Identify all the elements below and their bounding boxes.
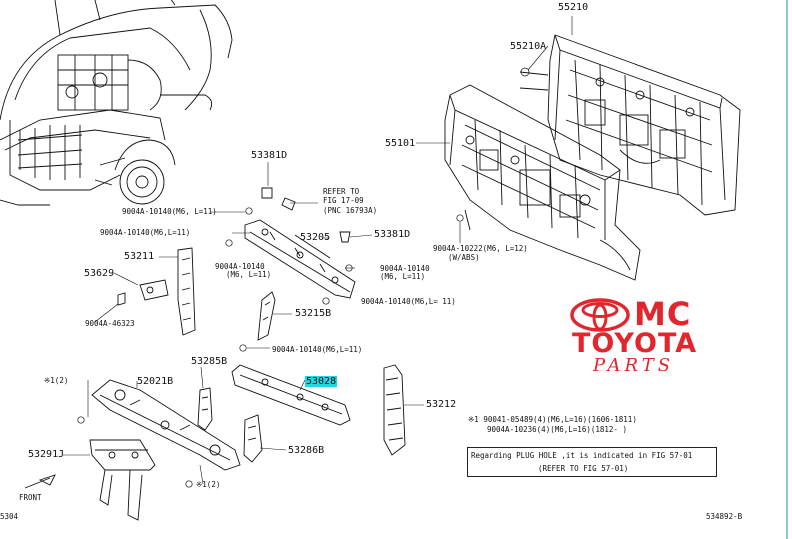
brackets-5328x-drawing <box>197 387 263 463</box>
star-label-left: ※1(2) <box>44 376 69 385</box>
front-label: FRONT <box>19 493 42 502</box>
label-55210a: 55210A <box>510 41 547 52</box>
refer-line-3: (PNC 16793A) <box>323 206 378 215</box>
refer-line-1: REFER TO <box>323 187 360 196</box>
label-fastener-2: 9004A-10140(M6,L=11) <box>100 228 191 237</box>
side-member-right-drawing <box>383 364 406 456</box>
crossmember-52021b-drawing <box>91 379 241 471</box>
side-member-left-drawing <box>117 247 196 336</box>
label-53629: 53629 <box>84 268 115 279</box>
bracket-53215b-drawing <box>257 291 276 341</box>
note-line-2: (REFER TO FIG 57-01) <box>538 464 629 473</box>
dash-panel-lower-drawing <box>444 84 641 281</box>
refer-line-2: FIG 17-09 <box>323 196 364 205</box>
watermark-parts: PARTS <box>593 355 675 376</box>
radiator-support-upper-drawing <box>244 187 356 299</box>
label-53215b: 53215B <box>295 308 332 319</box>
label-fastener-4b: (M6, L=11) <box>380 272 426 281</box>
reinforcement-53028-drawing <box>231 364 351 426</box>
label-53286b: 53286B <box>288 445 325 456</box>
label-53028-highlighted[interactable]: 53028 <box>305 376 338 387</box>
label-fastener-8b: (W/ABS) <box>448 253 480 262</box>
fastener-markers <box>77 67 530 488</box>
scrollbar-edge <box>786 0 788 539</box>
label-fastener-3a: 9004A-10140 <box>215 262 265 271</box>
leader-lines <box>63 16 573 485</box>
label-53205: 53205 <box>300 232 331 243</box>
label-55101: 55101 <box>385 138 416 149</box>
label-55210: 55210 <box>558 2 589 13</box>
note-line-1: Regarding PLUG HOLE ,it is indicated in … <box>471 451 693 460</box>
label-fastener-7: 9004A-10140(M6,L=11) <box>272 345 363 354</box>
lower-bracket-53291j-drawing <box>89 439 156 521</box>
label-52021b: 52021B <box>137 376 174 387</box>
label-53381d-right: 53381D <box>374 229 411 240</box>
code-bottom-right: 534892-B <box>706 512 743 521</box>
label-fastener-3b: (M6, L=11) <box>226 270 272 279</box>
label-fastener-1: 9004A-10140(M6, L=11) <box>122 207 217 216</box>
label-53291j: 53291J <box>28 449 65 460</box>
label-53381d-top: 53381D <box>251 150 288 161</box>
watermark-brand: TOYOTA <box>572 328 698 359</box>
code-bottom-left: 5304 <box>0 512 19 521</box>
label-fastener-5: 9004A-10140(M6,L= 11) <box>361 297 456 306</box>
label-53285b: 53285B <box>191 356 228 367</box>
footnote-line-2: 9004A-10236(4)(M6,L=16)(1812- ) <box>487 425 627 434</box>
star-label-bottom: ※1(2) <box>196 480 221 489</box>
watermark-mc: MC <box>634 295 692 333</box>
dash-panel-upper-drawing <box>519 34 741 216</box>
footnote-line-1: ※1 90041-05489(4)(M6,L=16)(1606-1811) <box>468 415 637 424</box>
label-53211: 53211 <box>124 251 155 262</box>
label-fastener-4a: 9004A-10140 <box>380 264 430 273</box>
label-fastener-8a: 9004A-10222(M6, L=12) <box>433 244 528 253</box>
vehicle-front-drawing <box>0 0 233 206</box>
label-53212: 53212 <box>426 399 457 410</box>
toyota-emblem-icon <box>570 298 630 332</box>
plug-hole-note-box: Regarding PLUG HOLE ,it is indicated in … <box>467 447 717 477</box>
front-arrow <box>24 474 56 489</box>
label-fastener-6: 9004A-46323 <box>85 319 135 328</box>
